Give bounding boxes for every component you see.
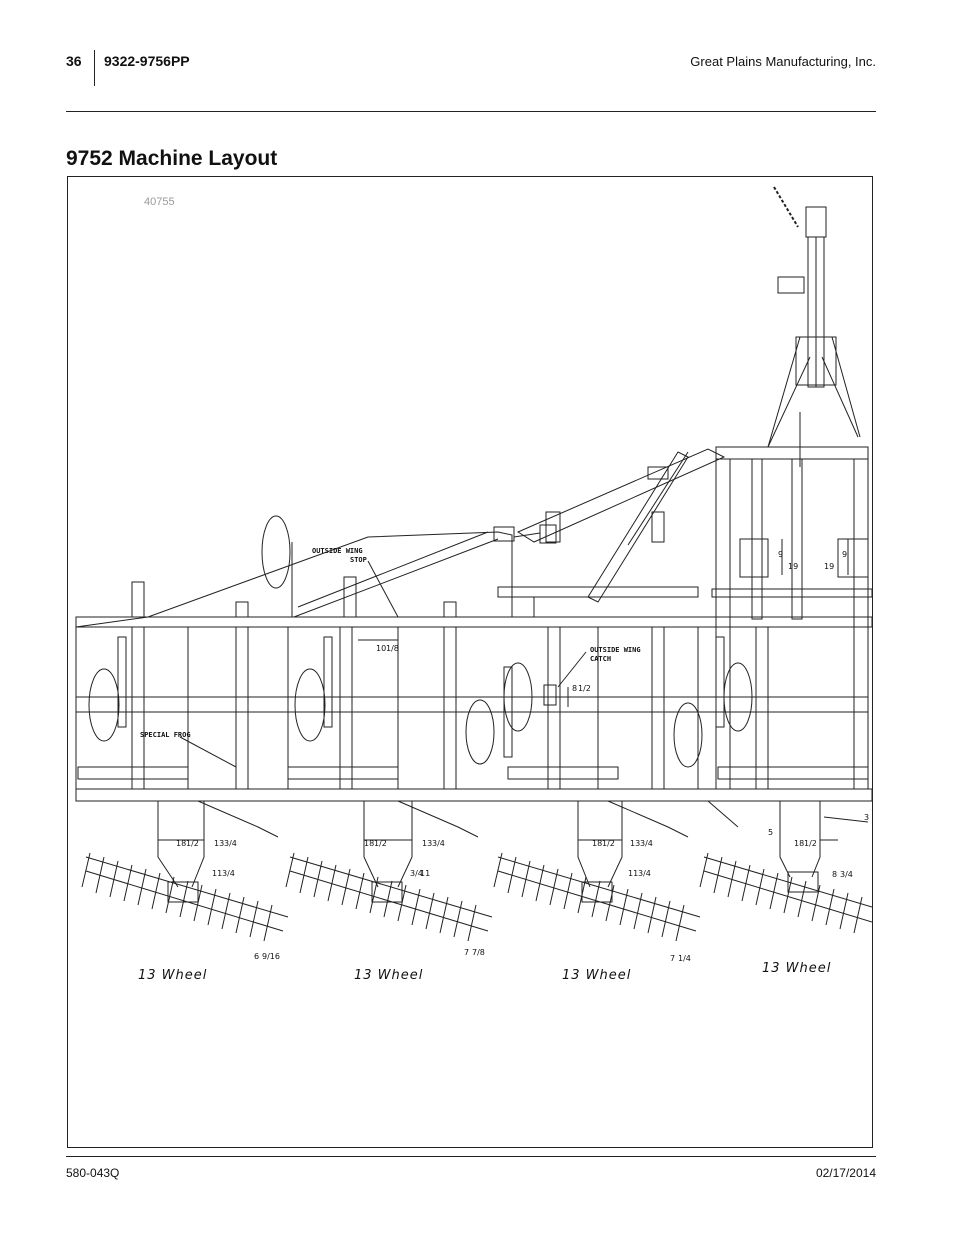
dim-3: 3: [864, 813, 869, 822]
dim-7-b: 7: [670, 954, 675, 963]
machine-layout-figure: 40755: [67, 176, 873, 1148]
dim-10: 10: [376, 644, 386, 653]
dim-18-b: 18: [364, 839, 374, 848]
dim-9-b: 9: [842, 550, 847, 559]
hitch-assembly: [767, 186, 861, 467]
outside-wing-catch-label-2: CATCH: [590, 655, 611, 663]
dim-8-a: 8: [572, 684, 577, 693]
gauge-wheels: [88, 515, 753, 768]
dim-13-c-frac: 3/4: [640, 839, 653, 848]
dim-7-a-frac: 7/8: [472, 948, 485, 957]
dim-19-a: 19: [788, 562, 798, 571]
center-frame: [497, 446, 872, 790]
dim-7-a: 7: [464, 948, 469, 957]
dim-18-a-frac: 1/2: [186, 839, 199, 848]
dim-18-c-frac: 1/2: [602, 839, 615, 848]
machine-layout-drawing: OUTSIDE WING STOP OUTSIDE WING CATCH SPE…: [75, 186, 872, 983]
page-number: 36: [66, 53, 82, 69]
dim-8-a-frac: 1/2: [578, 684, 591, 693]
dim-18-b-frac: 1/2: [374, 839, 387, 848]
harrow-sections: [81, 852, 872, 942]
page-title: 9752 Machine Layout: [66, 147, 278, 170]
dim-6-frac: 9/16: [262, 952, 280, 961]
dim-18-c: 18: [592, 839, 602, 848]
dim-18-d-frac: 1/2: [804, 839, 817, 848]
special-frog-label: SPECIAL FROG: [140, 731, 191, 739]
dim-11-a: 11: [212, 869, 222, 878]
dim-11-c: 11: [628, 869, 638, 878]
shanks: [157, 800, 821, 888]
dim-7-b-frac: 1/4: [678, 954, 691, 963]
callout-leaders: [179, 560, 869, 823]
dim-5: 5: [768, 828, 773, 837]
dim-11-c-frac: 3/4: [638, 869, 651, 878]
dim-18-a: 18: [176, 839, 186, 848]
dim-11-b-frac: 3/4: [410, 869, 423, 878]
dim-9-a: 9: [778, 550, 783, 559]
part-number: 9322-9756PP: [104, 53, 190, 69]
dim-8-b: 8: [832, 870, 837, 879]
dim-11-a-frac: 3/4: [222, 869, 235, 878]
dim-13-a-frac: 3/4: [224, 839, 237, 848]
dim-19-b: 19: [824, 562, 834, 571]
dim-18-d: 18: [794, 839, 804, 848]
dim-13-a: 13: [214, 839, 224, 848]
wheel-label-3: 13 Wheel: [562, 968, 631, 983]
footer-rule: [66, 1156, 876, 1157]
figure-number: 40755: [144, 196, 175, 208]
hydraulic-cylinders: [117, 511, 725, 758]
header-divider: [94, 50, 95, 86]
wheel-label-4: 13 Wheel: [762, 961, 831, 976]
wing-frame: [75, 524, 872, 802]
header-rule: [66, 111, 876, 112]
dim-8-b-frac: 3/4: [840, 870, 853, 879]
publication-date: 02/17/2014: [815, 1166, 876, 1180]
outside-wing-stop-label: OUTSIDE WING: [312, 547, 363, 555]
dim-13-b-frac: 3/4: [432, 839, 445, 848]
outside-wing-catch-label: OUTSIDE WING: [590, 646, 641, 654]
wheel-label-2: 13 Wheel: [354, 968, 423, 983]
dim-11-b: 11: [420, 869, 430, 878]
company-name: Great Plains Manufacturing, Inc.: [690, 54, 876, 69]
dim-6: 6: [254, 952, 259, 961]
dim-10-frac: 1/8: [386, 644, 399, 653]
dim-13-b: 13: [422, 839, 432, 848]
outside-wing-stop-label-2: STOP: [350, 556, 367, 564]
document-code: 580-043Q: [66, 1166, 120, 1180]
wheel-label-1: 13 Wheel: [138, 968, 207, 983]
dimension-lines: [158, 539, 849, 845]
dim-13-c: 13: [630, 839, 640, 848]
